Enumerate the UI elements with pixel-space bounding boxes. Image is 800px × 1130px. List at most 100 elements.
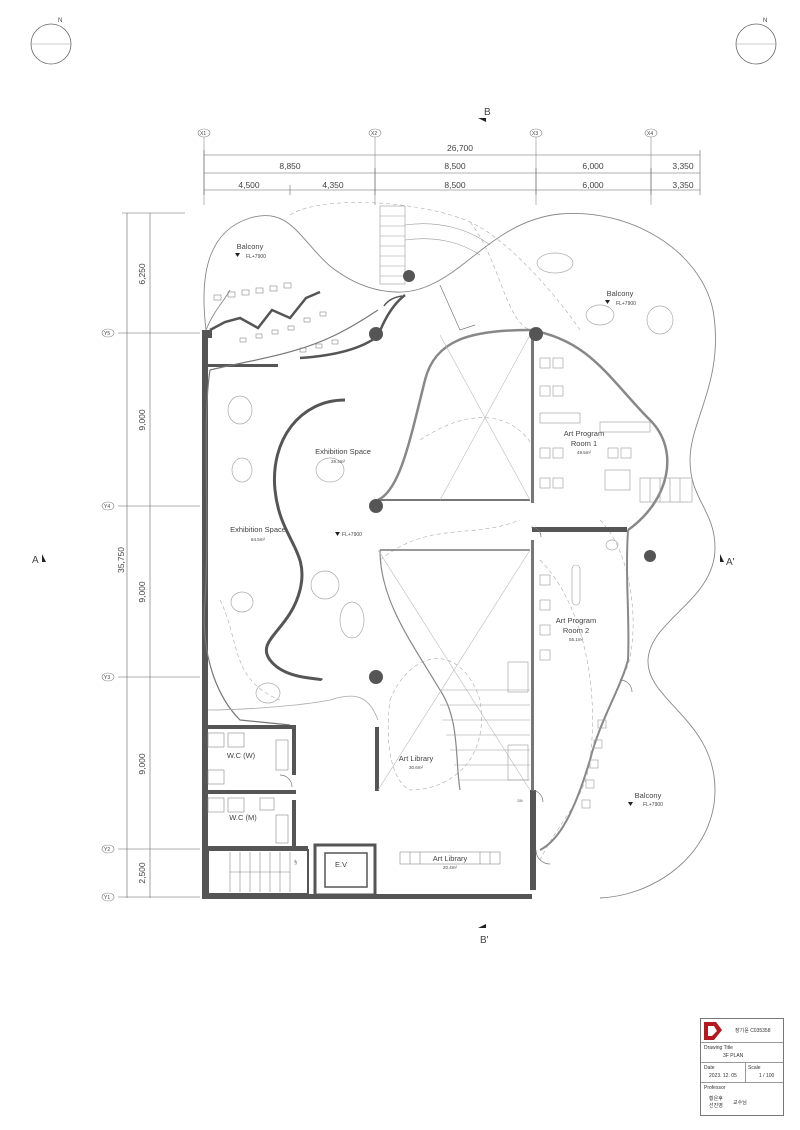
grid-x1: X1	[200, 131, 206, 137]
elevator	[313, 843, 377, 897]
label-art-library-2: Art Library	[433, 854, 468, 863]
professor-1: 황은후	[709, 1096, 723, 1102]
dim-left-1: 6,250	[137, 263, 147, 285]
north-stairs	[379, 205, 491, 285]
room2-furniture	[539, 564, 607, 809]
dn-mark: DN	[517, 799, 523, 803]
room-labels: Balcony FL+7900 Balcony FL+7900 Balcony …	[227, 242, 663, 870]
section-marker-b: B	[478, 107, 491, 122]
dimension-top-text: 26,700 8,850 8,500 6,000 3,350 4,500 4,3…	[238, 143, 694, 190]
dim-row1-1: 8,850	[279, 161, 301, 171]
dim-row1-2: 8,500	[444, 161, 466, 171]
section-a-label: A	[32, 555, 39, 566]
grid-y	[101, 328, 115, 902]
east-stairs	[639, 477, 693, 503]
area-art-program-1: 49.5m²	[577, 450, 592, 455]
furniture-blobs	[227, 252, 674, 704]
grid-x3: X3	[532, 131, 538, 137]
area-art-program-2: 55.1m²	[569, 637, 584, 642]
professor-suffix: 교수님	[733, 1100, 747, 1106]
dim-left-3: 9,000	[137, 581, 147, 603]
void-stairs	[440, 661, 530, 781]
level-balcony-ne: FL+7900	[616, 301, 636, 307]
section-marker-a: A	[32, 554, 46, 566]
area-art-library-2: 20.4m²	[443, 865, 458, 870]
level-balcony-nw: FL+7900	[246, 254, 266, 260]
label-art-program-2-room: Room 2	[563, 626, 589, 635]
north-arrow-left: N	[30, 18, 72, 65]
area-art-library-1: 30.6m²	[409, 765, 424, 770]
dim-row2-4: 6,000	[582, 180, 604, 190]
title-block-drawing: Drawing Title 3F PLAN	[701, 1043, 783, 1063]
grid-y3: Y3	[104, 675, 110, 681]
north-arrow-right: N	[735, 18, 777, 65]
title-block-professor: Professor 황은후 선진영 교수님	[701, 1083, 783, 1115]
grid-y2: Y2	[104, 847, 110, 853]
section-marker-b-prime: B'	[478, 924, 489, 946]
label-wc-m: W.C (M)	[229, 813, 257, 822]
dim-row1-3: 6,000	[582, 161, 604, 171]
section-a-prime-label: A'	[726, 557, 735, 568]
title-block: 장기윤 C035358 Drawing Title 3F PLAN Date 2…	[700, 1018, 784, 1116]
label-art-program-1: Art Program	[564, 429, 604, 438]
label-exhibition-center: Exhibition Space	[315, 447, 371, 456]
dim-row2-1: 4,500	[238, 180, 260, 190]
dimension-top	[203, 150, 701, 195]
title-block-date: Date 2023. 12. 05 Scale 1 / 100	[701, 1063, 783, 1083]
north-label: N	[58, 18, 62, 24]
school-logo	[702, 1020, 724, 1042]
columns	[369, 270, 656, 684]
grid-x4: X4	[647, 131, 653, 137]
label-art-program-1-room: Room 1	[571, 439, 597, 448]
section-marker-a-prime: A'	[720, 554, 735, 568]
label-art-library-1: Art Library	[399, 754, 434, 763]
drawing-title-label: Drawing Title	[704, 1045, 733, 1051]
dim-left-5: 2,500	[137, 862, 147, 884]
label-balcony-ne: Balcony	[607, 289, 634, 298]
grid-y1: Y1	[104, 895, 110, 901]
date-label: Date	[704, 1065, 715, 1071]
label-ev: E.V	[335, 860, 347, 869]
balcony-railing	[209, 290, 406, 360]
svg-text:N: N	[763, 18, 767, 24]
drawing-title: 3F PLAN	[723, 1053, 744, 1059]
grid-x2: X2	[371, 131, 377, 137]
exhibition-curve	[203, 309, 669, 851]
balcony-outline	[203, 212, 716, 899]
dim-total-width: 26,700	[447, 143, 473, 153]
level-balcony-se: FL+7900	[643, 802, 663, 808]
dim-row2-2: 4,350	[322, 180, 344, 190]
grid-y5: Y5	[104, 331, 110, 337]
area-exhibition-west: 84.5m²	[251, 537, 266, 542]
level-markers	[235, 253, 633, 806]
wc-blocks	[204, 725, 296, 846]
title-block-header: 장기윤 C035358	[701, 1019, 783, 1043]
label-art-program-2: Art Program	[556, 616, 596, 625]
professor-label: Professor	[704, 1085, 726, 1091]
scale-value: 1 / 100	[759, 1073, 775, 1079]
level-center: FL+7900	[342, 532, 362, 538]
dim-total-height: 35,750	[116, 547, 126, 573]
label-wc-w: W.C (W)	[227, 751, 256, 760]
dim-row1-4: 3,350	[672, 161, 694, 171]
dim-left-4: 9,000	[137, 753, 147, 775]
scale-label: Scale	[748, 1065, 761, 1071]
date-value: 2023. 12. 05	[709, 1073, 737, 1079]
label-exhibition-west: Exhibition Space	[230, 525, 286, 534]
grid-y4: Y4	[104, 504, 110, 510]
grid-x-labels: X1 X2 X3 X4	[200, 131, 653, 137]
room1-furniture	[539, 357, 651, 491]
dashed-lines	[219, 202, 634, 861]
professor-2: 선진영	[709, 1103, 723, 1109]
balcony-seats	[213, 282, 339, 353]
dimension-left	[118, 212, 200, 898]
doors	[279, 284, 633, 865]
grid-y-labels: Y5 Y4 Y3 Y2 Y1	[104, 331, 110, 901]
dimension-left-text: 35,750 6,250 9,000 9,000 9,000 2,500	[116, 263, 147, 884]
dim-row2-3: 8,500	[444, 180, 466, 190]
up-mark: UP	[294, 859, 298, 865]
area-exhibition-center: 29.4m²	[331, 459, 346, 464]
dim-left-2: 9,000	[137, 409, 147, 431]
library-shelf	[399, 851, 501, 865]
